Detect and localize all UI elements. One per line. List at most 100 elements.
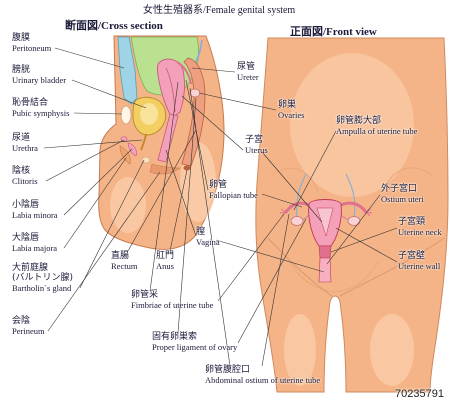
- leader-line-labia-majora: [63, 157, 127, 249]
- groin-crease-left: [267, 237, 333, 297]
- leader-line-vagina-front: [215, 239, 325, 273]
- label-anus: 肛門 Anus: [156, 251, 174, 271]
- leader-line-fimbriae-cross: [149, 81, 179, 292]
- leader-line-bartholin: [79, 159, 145, 289]
- label-english: Uterine wall: [398, 261, 441, 271]
- leader-line-urethra: [43, 139, 143, 149]
- label-japanese: 子宮頸: [398, 217, 426, 227]
- ovary-left: [290, 216, 304, 226]
- vagina-front: [318, 257, 332, 283]
- label-english: Labia minora: [12, 210, 58, 220]
- label-english: Vagina: [196, 237, 220, 247]
- label-english: Fallopian tube: [209, 190, 258, 200]
- label-ostium-uteri: 外子宮口 Ostium uteri: [381, 184, 424, 204]
- abdomen-highlight: [290, 53, 414, 197]
- label-english: Peritoneum: [12, 43, 52, 53]
- labia-majora: [119, 145, 131, 165]
- leader-line-clitoris: [45, 139, 125, 182]
- label-japanese: 卵管: [209, 180, 228, 190]
- label-english: Ostium uteri: [381, 194, 424, 204]
- bladder-lumen: [140, 103, 158, 125]
- leader-line-ureter: [191, 67, 236, 73]
- label-english: Urinary bladder: [12, 75, 67, 85]
- leader-line-proper-ligament-front: [237, 218, 307, 344]
- label-japanese: 卵管采: [131, 290, 159, 300]
- label-japanese: 小陰唇: [12, 200, 40, 210]
- label-japanese: 卵管腹腔口: [205, 365, 251, 375]
- label-english: Fimbriae of uterine tube: [131, 300, 214, 310]
- pelvic-bone-outline: [271, 167, 433, 293]
- uterine-neck-front: [318, 245, 332, 259]
- label-japanese: 肛門: [156, 251, 175, 261]
- label-japanese: 外子宮口: [381, 184, 418, 194]
- ovary-cross: [189, 88, 201, 98]
- label-japanese: 尿管: [237, 62, 256, 72]
- label-fallopian-tube: 卵管 Fallopian tube: [209, 180, 258, 200]
- pubic-symphysis: [120, 105, 132, 125]
- leader-line-rectum: [127, 129, 197, 252]
- leader-line-ampulla: [293, 130, 337, 211]
- leader-line-urinary-bladder: [71, 79, 147, 109]
- leader-line-abdominal-ostium-cross: [189, 87, 231, 367]
- label-japanese: 会陰: [12, 316, 31, 326]
- label-urinary-bladder: 膀胱 Urinary bladder: [12, 65, 66, 85]
- leader-line-abdominal-ostium-front: [261, 213, 290, 367]
- label-japanese: 固有卵巣索: [152, 332, 198, 342]
- label-japanese: 子宮: [245, 135, 264, 145]
- label-english: Ampulla of uterine tube: [336, 126, 418, 136]
- cross-section-heading: 断面図/Cross section: [65, 20, 163, 32]
- cross-section-figure: [98, 35, 225, 250]
- label-japanese: 陰核: [12, 166, 31, 176]
- label-english: Uterine neck: [398, 227, 442, 237]
- stock-id-watermark: 70235791: [395, 388, 444, 400]
- label-japanese: 子宮壁: [398, 251, 426, 261]
- bartholin-gland: [141, 156, 151, 164]
- label-english: Anus: [156, 261, 174, 271]
- label-english: Pubic symphysis: [12, 108, 70, 118]
- clitoris: [120, 136, 128, 142]
- label-abdominal-ostium: 卵管腹腔口 Abdominal ostium of uterine tube: [205, 365, 320, 385]
- uterine-cavity-front: [316, 207, 334, 237]
- label-english: Ureter: [237, 72, 259, 82]
- label-japanese: 膀胱: [12, 65, 31, 75]
- label-labia-minora: 小陰唇 Labia minora: [12, 200, 58, 220]
- leader-line-peritoneum: [54, 47, 125, 69]
- leader-line-fimbriae-front: [217, 213, 285, 302]
- thigh-highlight: [110, 177, 146, 233]
- label-english: Proper ligament of ovary: [152, 342, 238, 352]
- left-thigh-highlight: [284, 314, 316, 386]
- leader-line-vagina-cross: [165, 149, 197, 237]
- label-ampulla: 卵管膨大部 Ampulla of uterine tube: [336, 116, 417, 136]
- leader-line-anus: [169, 169, 188, 252]
- label-japanese: 尿道: [12, 133, 31, 143]
- ovary-right: [347, 216, 361, 226]
- label-labia-majora: 大陰唇 Labia majora: [12, 233, 57, 253]
- label-japanese: 大前庭腺: [12, 263, 49, 273]
- leader-lines: [43, 47, 398, 367]
- label-japanese-alt: (バルトリン腺): [12, 273, 74, 283]
- label-japanese: 膣: [196, 227, 206, 237]
- label-proper-ligament: 固有卵巣索 Proper ligament of ovary: [152, 332, 237, 352]
- label-ovaries: 卵巣 Ovaries: [278, 100, 304, 120]
- labia-minora: [127, 142, 137, 157]
- label-english: Clitoris: [12, 176, 38, 186]
- leader-line-ovaries: [198, 92, 277, 111]
- front-view-heading: 正面図/Front view: [290, 26, 377, 38]
- label-english: Perineum: [12, 326, 45, 336]
- label-bartholin-gland: 大前庭腺 (バルトリン腺) Bartholin`s gland: [12, 263, 73, 293]
- diagram-title: 女性生殖器系/Female genital system: [143, 5, 296, 16]
- label-clitoris: 陰核 Clitoris: [12, 166, 38, 186]
- label-rectum: 直腸 Rectum: [111, 251, 137, 271]
- leader-line-proper-ligament-cross: [177, 97, 197, 334]
- label-english: Ovaries: [278, 110, 305, 120]
- label-fimbriae: 卵管采 Fimbriae of uterine tube: [131, 290, 213, 310]
- label-urethra: 尿道 Urethra: [12, 133, 38, 153]
- label-english: Bartholin`s gland: [12, 283, 72, 293]
- leader-line-uterine-wall: [335, 227, 398, 263]
- label-ureter: 尿管 Ureter: [237, 62, 259, 82]
- label-english: Labia majora: [12, 243, 58, 253]
- leader-line-uterine-neck: [330, 227, 398, 253]
- label-pubic-symphysis: 恥骨結合 Pubic symphysis: [12, 98, 69, 118]
